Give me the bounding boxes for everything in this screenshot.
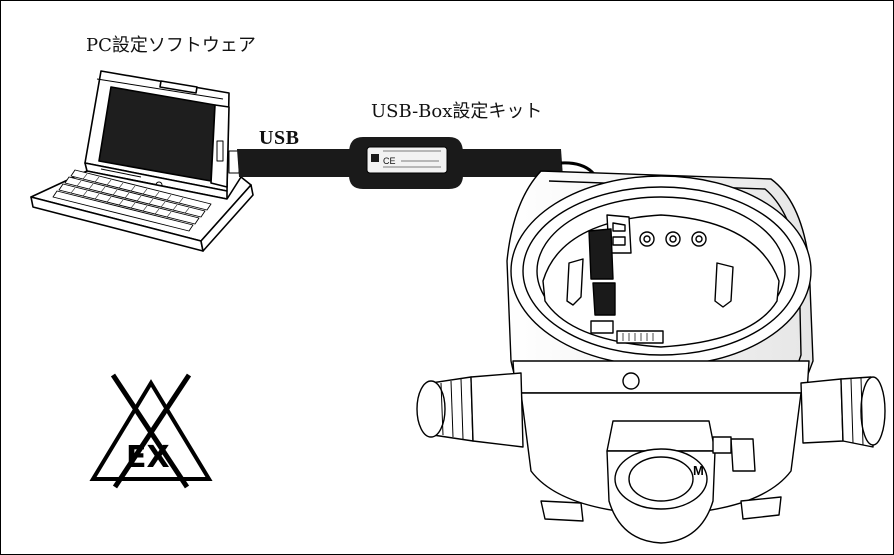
usb-box-icon: CE [366,146,448,174]
transmitter-housing-icon: M [416,170,886,544]
usb-box-ce-mark: CE [383,156,396,166]
ex-mark-text: EX [126,440,170,475]
usb-label: USB [259,127,300,149]
ex-prohibited-icon: EX [89,373,213,489]
laptop-icon [30,70,254,252]
usb-box-kit-label: USB-Box設定キット [371,101,543,122]
pc-software-label: PC設定ソフトウェア [86,35,256,56]
housing-m-mark: M [693,463,704,478]
